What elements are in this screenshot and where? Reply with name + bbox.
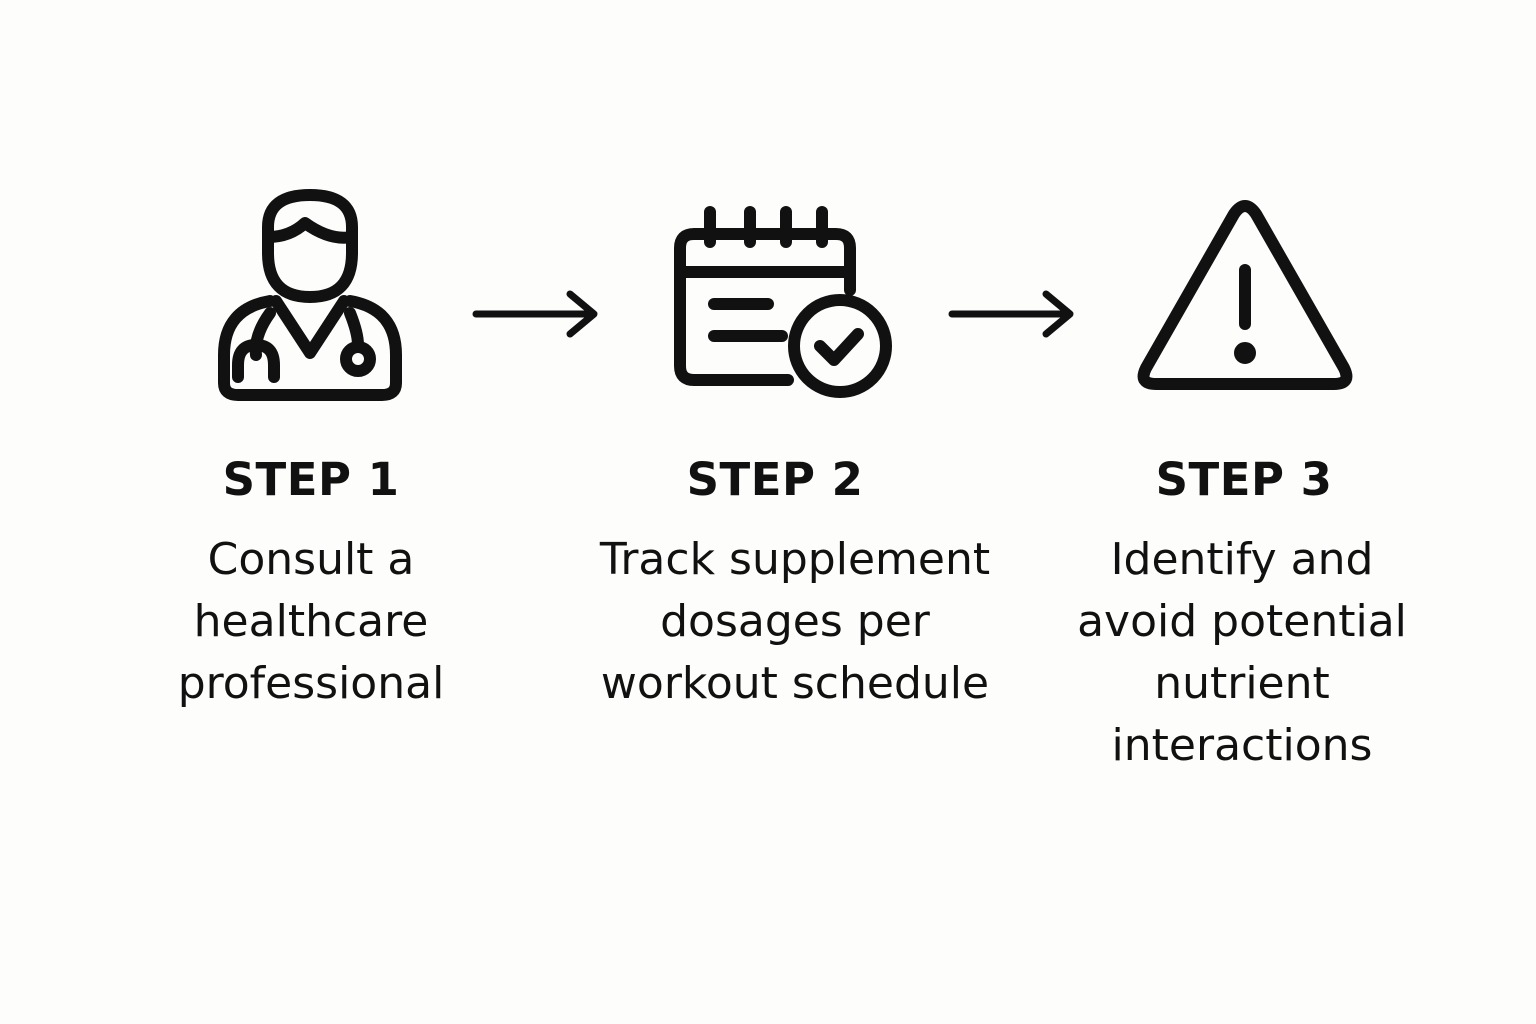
step-1-description: Consult a healthcare professional xyxy=(91,529,531,715)
calendar-check-icon xyxy=(670,200,900,400)
step-3-line: Identify and xyxy=(1110,534,1374,585)
step-2-description: Track supplement dosages per workout sch… xyxy=(575,529,1015,715)
step-1-line: Consult a xyxy=(207,534,415,585)
step-3-title: STEP 3 xyxy=(1155,453,1333,506)
arrow-right-icon xyxy=(470,290,602,338)
step-1-title: STEP 1 xyxy=(222,453,400,506)
step-2-line: dosages per xyxy=(660,596,930,647)
step-3-line: interactions xyxy=(1111,720,1373,771)
step-3-description: Identify and avoid potential nutrient in… xyxy=(1022,529,1462,777)
step-3-line: nutrient xyxy=(1154,658,1330,709)
step-2-title: STEP 2 xyxy=(686,453,864,506)
doctor-icon xyxy=(210,185,410,410)
arrow-right-icon xyxy=(946,290,1078,338)
step-3-line: avoid potential xyxy=(1077,596,1407,647)
step-2-line: workout schedule xyxy=(600,658,990,709)
step-2-line: Track supplement xyxy=(599,534,991,585)
step-1-line: professional xyxy=(177,658,445,709)
step-1-line: healthcare xyxy=(193,596,429,647)
warning-triangle-icon xyxy=(1137,200,1353,392)
